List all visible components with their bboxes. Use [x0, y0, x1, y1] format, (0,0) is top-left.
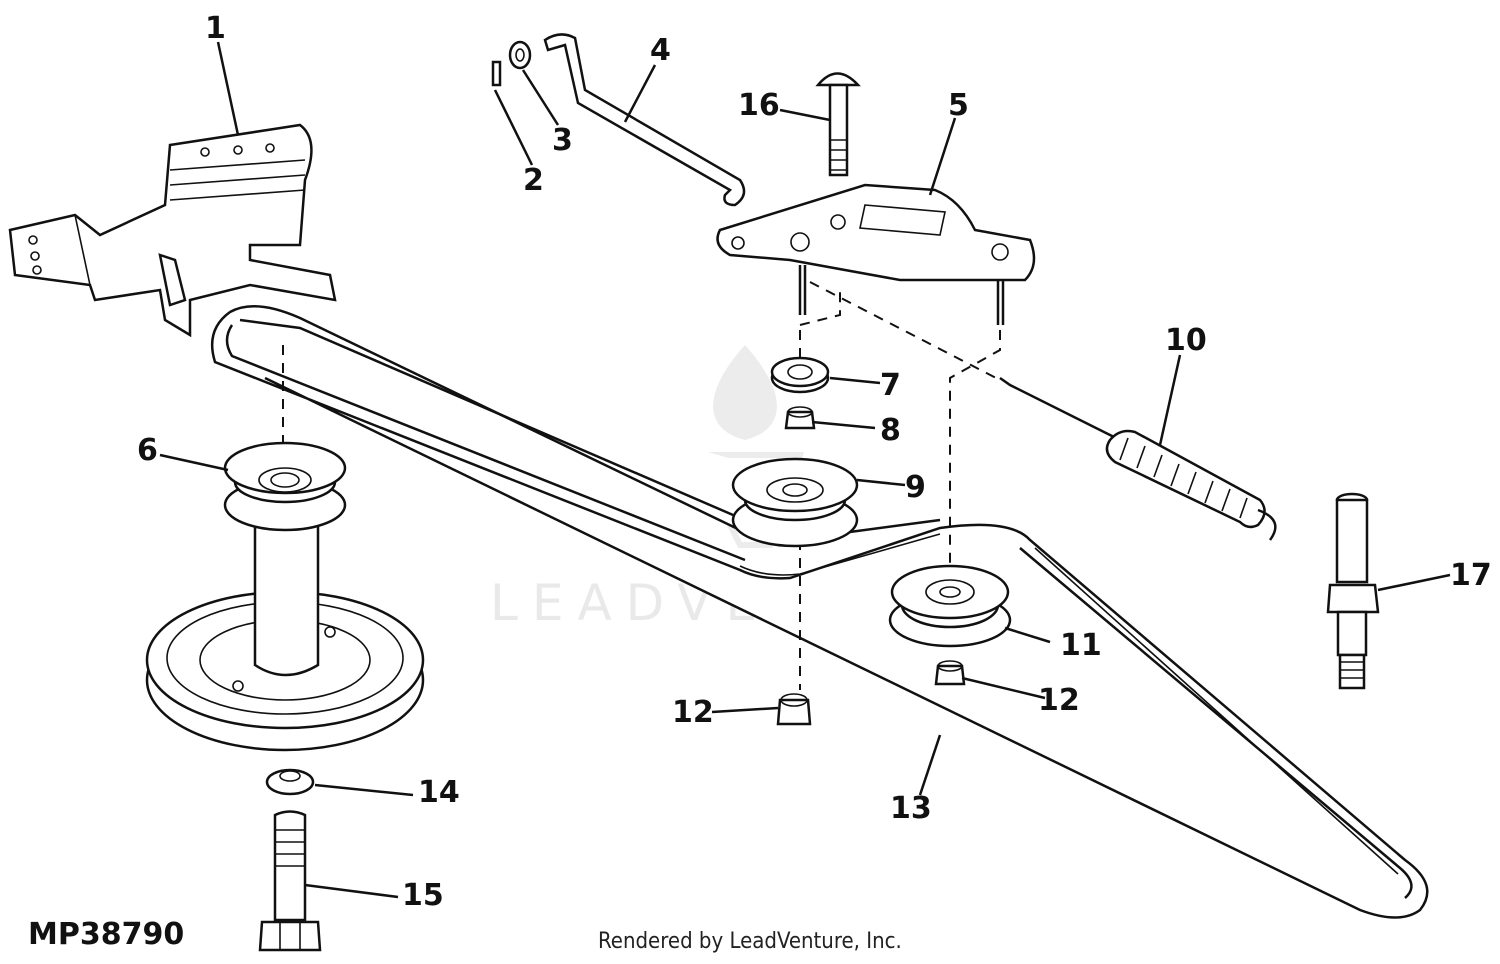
cotter-pin [491, 60, 502, 87]
callout-label: 5 [948, 88, 969, 123]
nut [784, 406, 816, 430]
nut [934, 660, 966, 686]
shoulder-bolt [1326, 492, 1380, 690]
callout-label: 7 [880, 368, 901, 403]
hex-bolt [258, 810, 322, 952]
drive-belt [210, 305, 1429, 919]
carriage-bolt [815, 72, 861, 177]
leader-lines [159, 41, 1451, 899]
callout-label: 12 [1038, 683, 1080, 718]
callout-label: 10 [1165, 323, 1207, 358]
spring [999, 376, 1277, 541]
bracket-hole [200, 147, 210, 157]
lock-washer [265, 768, 315, 796]
flat-idler-pulley [770, 356, 830, 394]
callout-label: 15 [402, 878, 444, 913]
bracket-hole [233, 145, 243, 155]
credit-text: Rendered by LeadVenture, Inc. [598, 929, 902, 954]
engine-pulley-assembly [145, 441, 425, 752]
callouts: 1 2 3 4 5 6 7 8 9 10 11 12 12 13 14 15 1… [137, 11, 1492, 913]
callout-label: 2 [523, 163, 544, 198]
bracket [8, 123, 337, 338]
callout-label: 8 [880, 413, 901, 448]
callout-label: 17 [1450, 558, 1492, 593]
callout-label: 9 [905, 470, 926, 505]
callout-label: 3 [552, 123, 573, 158]
bracket-hole [32, 265, 42, 275]
bracket-hole [28, 235, 38, 245]
callout-label: 11 [1060, 628, 1102, 663]
callout-label: 1 [205, 11, 226, 46]
bracket-hole [30, 251, 40, 261]
callout-label: 12 [672, 695, 714, 730]
rod [543, 33, 746, 207]
callout-label: 13 [890, 791, 932, 826]
bracket-hole [265, 143, 275, 153]
washer [508, 40, 532, 70]
callout-label: 14 [418, 775, 460, 810]
v-idler-pulley [731, 457, 859, 548]
idler-plate [716, 183, 1036, 325]
callout-label: 6 [137, 433, 158, 468]
callout-label: 16 [738, 88, 780, 123]
nut [776, 693, 812, 726]
watermark-flame-icon [713, 345, 777, 440]
drawing-id: MP38790 [28, 917, 184, 952]
callout-label: 4 [650, 33, 671, 68]
lower-idler-pulley [888, 564, 1012, 648]
